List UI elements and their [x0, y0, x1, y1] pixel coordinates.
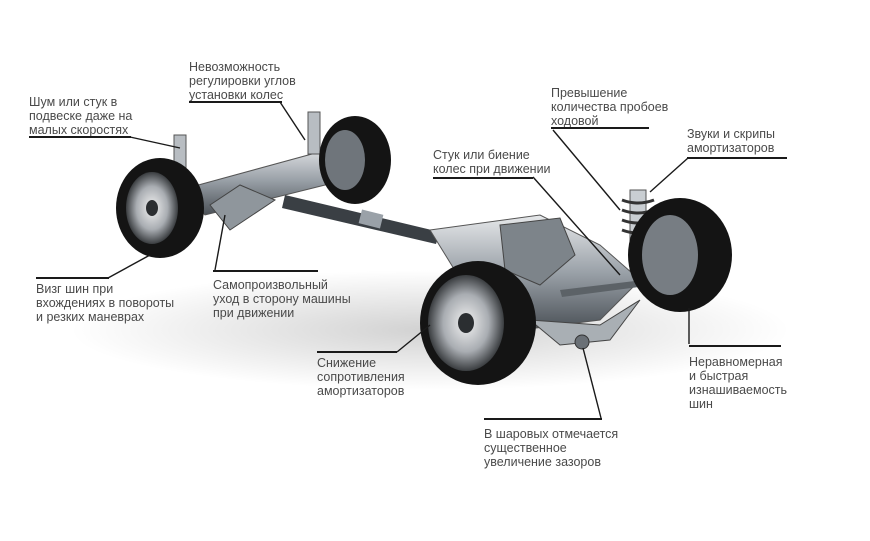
rule-bottom-out [551, 127, 649, 129]
callout-ball-joint-play: В шаровых отмечается существенное увелич… [484, 427, 619, 469]
gearbox [499, 217, 576, 286]
rule-wheel-knock [433, 177, 533, 179]
callout-noise-low-speed: Шум или стук в подвеске даже на малых ск… [29, 95, 133, 137]
leader-lines [107, 101, 690, 419]
callout-shock-squeaks: Звуки и скрипы амортизаторов [687, 127, 775, 155]
callout-tire-squeal: Визг шин при вхождениях в повороты и рез… [36, 282, 175, 324]
rear-shock-right [307, 111, 321, 155]
leader-damping [396, 324, 431, 353]
callout-uneven-tire-wear: Неравномерная и быстрая изнашиваемость ш… [689, 355, 788, 411]
rule-noise [29, 136, 131, 138]
rule-damping [317, 351, 397, 353]
leader-tire-squeal [107, 254, 151, 279]
leader-pull-aside [214, 214, 226, 271]
rule-uneven-wear [689, 345, 781, 347]
callout-pull-aside: Самопроизвольный уход в сторону машины п… [213, 278, 351, 320]
rule-pull-aside [213, 270, 318, 272]
leader-alignment [279, 101, 306, 141]
callout-alignment: Невозможность регулировки углов установк… [189, 60, 296, 102]
leader-wheel-knock [532, 176, 621, 276]
wheel-rear-right [319, 116, 391, 204]
strut-spring [621, 198, 655, 235]
leader-bottom-out [552, 129, 621, 211]
callout-bottom-out: Превышение количества пробоев ходовой [551, 86, 669, 128]
wheel-front-left [420, 261, 536, 385]
rule-alignment [189, 101, 282, 103]
front-control-arm [528, 299, 641, 346]
wheel-rear-left [116, 158, 204, 258]
callout-wheel-knock: Стук или биение колес при движении [433, 148, 551, 176]
rule-shock-squeaks [687, 157, 787, 159]
callout-damping-loss: Снижение сопротивления амортизаторов [317, 356, 405, 398]
wheel-front-right [628, 198, 732, 312]
rule-ball-joint [484, 418, 602, 420]
shaft-joint [358, 209, 384, 229]
rule-tire-squeal [36, 277, 109, 279]
ball-joint [574, 334, 590, 350]
leader-shock-squeaks [649, 157, 689, 193]
leader-noise [129, 136, 181, 149]
leader-ball-joint [582, 347, 602, 419]
